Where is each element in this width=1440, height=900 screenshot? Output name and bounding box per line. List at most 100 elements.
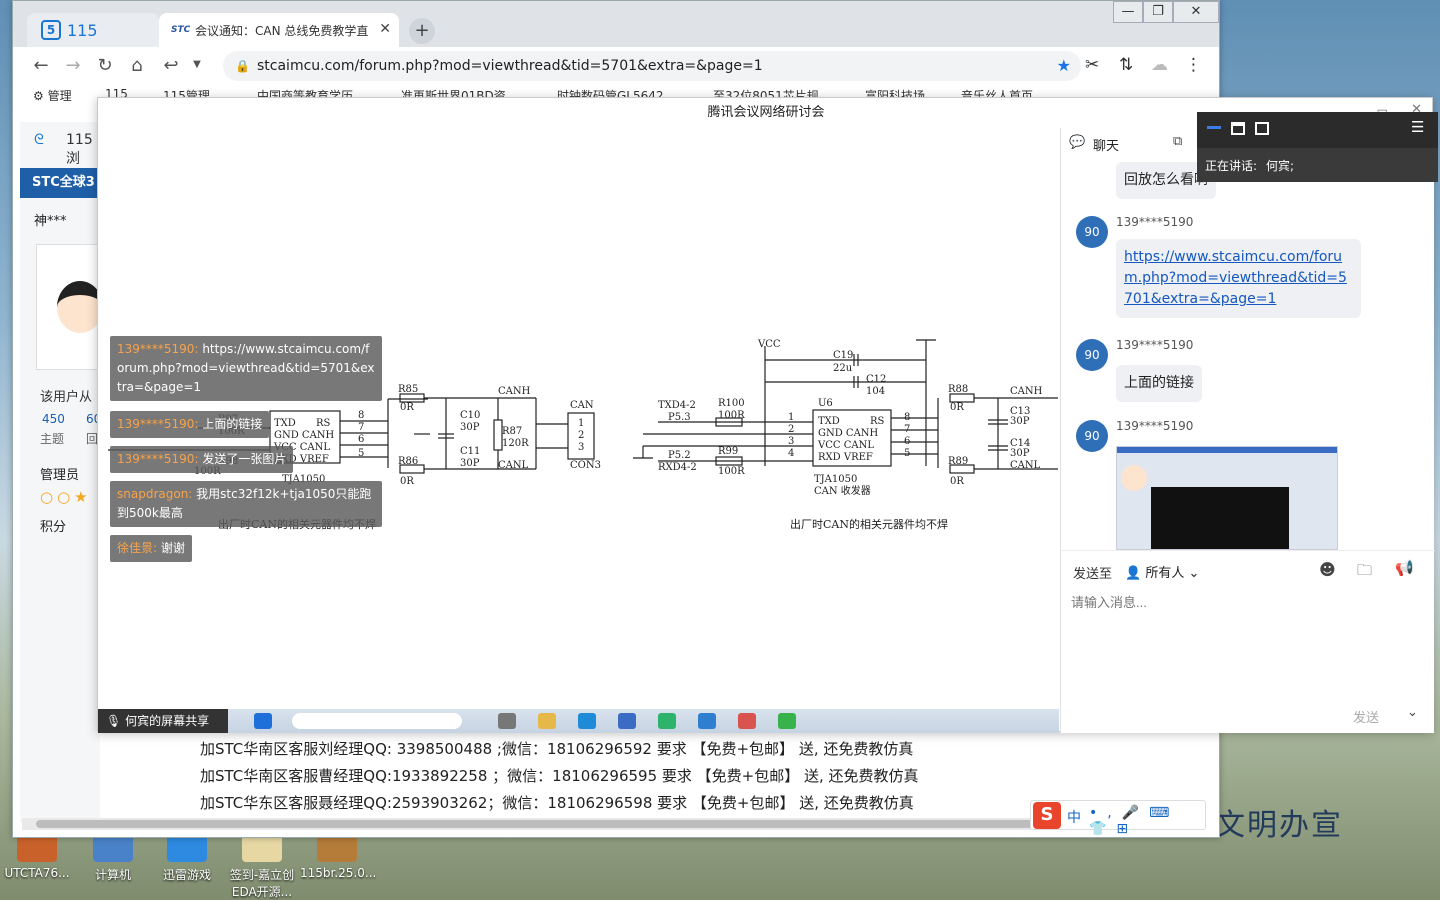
horizontal-scrollbar[interactable] xyxy=(22,818,1202,830)
home-icon[interactable]: ⌂ xyxy=(131,55,143,76)
list-menu-icon[interactable]: ☰ xyxy=(1411,118,1425,136)
app-icon xyxy=(738,713,756,729)
recipient-select[interactable]: 👤 所有人 ⌄ xyxy=(1125,566,1200,581)
gear-icon: ⚙ xyxy=(33,89,44,101)
svg-text:RXD VREF: RXD VREF xyxy=(274,454,329,465)
bookmark-star-icon[interactable]: ★ xyxy=(1056,56,1071,75)
app-icon xyxy=(658,713,676,729)
svg-text:R85: R85 xyxy=(398,384,418,395)
overlay-message: 徐佳景: 谢谢 xyxy=(110,535,192,562)
desktop-icon-xunlei-game[interactable]: 迅雷游戏 xyxy=(150,826,224,883)
svg-text:100R: 100R xyxy=(718,466,745,477)
reload-icon[interactable]: ↻ xyxy=(97,55,113,76)
folder-icon xyxy=(538,713,556,729)
svg-text:CAN 收发器: CAN 收发器 xyxy=(814,484,871,497)
translate-icon[interactable]: ⇅ xyxy=(1119,55,1134,75)
send-button[interactable]: 发送 xyxy=(1353,711,1380,726)
svg-text:VCC: VCC xyxy=(757,339,781,350)
svg-text:2: 2 xyxy=(788,424,794,435)
svg-text:8: 8 xyxy=(904,412,910,423)
chevron-down-icon: ⌄ xyxy=(1188,566,1200,581)
svg-text:GND CANH: GND CANH xyxy=(818,428,879,439)
svg-text:TXD4-2: TXD4-2 xyxy=(658,400,696,411)
contact-line: 加STC华南区客服刘经理QQ: 3398500488 ;微信：181062965… xyxy=(200,740,914,758)
svg-text:TJA1050: TJA1050 xyxy=(814,474,857,485)
svg-text:C13: C13 xyxy=(1010,406,1030,417)
maximize-icon[interactable]: ▭ xyxy=(1376,104,1388,118)
search-icon xyxy=(292,713,462,729)
new-tab-button[interactable]: + xyxy=(409,18,435,44)
svg-text:R87: R87 xyxy=(502,426,522,437)
close-icon[interactable]: ✕ xyxy=(1411,102,1422,117)
shared-taskbar xyxy=(228,709,1059,733)
svg-text:R88: R88 xyxy=(948,384,968,395)
scrollbar-thumb[interactable] xyxy=(36,820,1046,828)
bookmark-manage[interactable]: ⚙ 管理 xyxy=(33,89,72,101)
svg-text:RXD4-2: RXD4-2 xyxy=(658,462,697,473)
ime-tools-icon[interactable]: •,🎤⌨👕⊞ xyxy=(1089,805,1180,837)
folder-icon[interactable]: 🗀 xyxy=(1357,561,1373,579)
svg-text:104: 104 xyxy=(866,386,885,397)
avatar[interactable] xyxy=(36,244,103,370)
address-bar[interactable]: 🔒 stcaimcu.com/forum.php?mod=viewthread&… xyxy=(223,51,1081,81)
forward-icon[interactable]: → xyxy=(65,55,81,76)
svg-text:7: 7 xyxy=(358,422,364,433)
svg-text:0R: 0R xyxy=(400,402,414,413)
chat-message: 上面的链接 xyxy=(1116,365,1202,402)
popout-icon[interactable]: ⧉ xyxy=(1173,134,1183,149)
tab-can-meeting[interactable]: STC 会议通知：CAN 总线免费教学直 ✕ xyxy=(159,13,399,47)
scissors-icon[interactable]: ✂ xyxy=(1085,55,1100,75)
svg-text:1: 1 xyxy=(788,412,794,423)
history-dropdown-icon[interactable]: ▼ xyxy=(193,59,201,70)
svg-text:CANH: CANH xyxy=(1010,386,1043,397)
window-close-button[interactable]: ✕ xyxy=(1173,1,1219,23)
forum-sidebar: ᘓ 115浏 STC全球3 神*** 该用户从 450 60 主题 回 管理员 … xyxy=(20,122,103,822)
svg-text:CAN: CAN xyxy=(570,400,594,411)
chat-panel: 💬 聊天 ⧉ 回放怎么看啊 90 139****5190 https://www… xyxy=(1060,128,1435,733)
grid-view-icon[interactable] xyxy=(1255,122,1269,135)
svg-text:U6: U6 xyxy=(818,398,833,409)
send-options-chevron-icon[interactable]: ⌄ xyxy=(1407,705,1418,720)
svg-text:2: 2 xyxy=(578,430,584,441)
svg-text:R99: R99 xyxy=(718,446,738,457)
svg-text:RS: RS xyxy=(870,416,885,427)
chat-link[interactable]: https://www.stcaimcu.com/forum.php?mod=v… xyxy=(1124,249,1347,307)
app-icon xyxy=(698,713,716,729)
svg-text:5: 5 xyxy=(358,448,364,459)
meeting-title: 腾讯会议网络研讨会 xyxy=(707,105,825,120)
tab-115[interactable]: 5 115 xyxy=(27,13,159,47)
emoji-icon[interactable]: ☻ xyxy=(1319,560,1336,579)
forum-content: 加STC华南区客服刘经理QQ: 3398500488 ;微信：181062965… xyxy=(182,734,1196,818)
announce-icon[interactable]: 📢 xyxy=(1395,559,1414,577)
avatar: 90 xyxy=(1076,420,1108,452)
screen-share-indicator[interactable]: 🎙 何宾的屏幕共享 xyxy=(98,709,228,733)
minimize-button[interactable]: — xyxy=(1113,1,1143,23)
tab-strip: 5 115 STC 会议通知：CAN 总线免费教学直 ✕ + — ❐ ✕ xyxy=(13,1,1219,47)
back-icon[interactable]: ← xyxy=(33,55,49,76)
rank-stars-icon: ○○★ xyxy=(40,488,92,506)
chat-message-input[interactable] xyxy=(1071,591,1421,613)
svg-text:4: 4 xyxy=(788,448,794,459)
svg-text:30P: 30P xyxy=(1010,416,1030,427)
maximize-button[interactable]: ❐ xyxy=(1143,1,1173,23)
ime-toolbar[interactable]: S 中 •,🎤⌨👕⊞ xyxy=(1030,800,1206,837)
wallpaper-text: 文明办宣 xyxy=(1215,808,1343,843)
svg-text:0R: 0R xyxy=(950,476,964,487)
menu-icon[interactable]: ⋮ xyxy=(1185,55,1202,75)
svg-text:1: 1 xyxy=(578,418,584,429)
microphone-icon: 🎙 xyxy=(106,714,122,728)
cloud-icon[interactable]: ☁ xyxy=(1151,55,1168,75)
svg-text:R86: R86 xyxy=(398,456,418,467)
minimize-icon[interactable] xyxy=(1207,126,1221,129)
chat-message: https://www.stcaimcu.com/forum.php?mod=v… xyxy=(1116,239,1361,318)
svg-text:3: 3 xyxy=(788,436,794,447)
undo-history-icon[interactable]: ↩ xyxy=(163,55,179,76)
avatar: 90 xyxy=(1076,339,1108,371)
svg-text:CANL: CANL xyxy=(498,460,529,471)
svg-text:GND CANH: GND CANH xyxy=(274,430,335,441)
app-icon xyxy=(778,713,796,729)
close-icon[interactable]: ✕ xyxy=(379,21,391,37)
svg-text:R100: R100 xyxy=(718,398,745,409)
window-icon[interactable] xyxy=(1231,122,1245,135)
chat-image-thumbnail[interactable] xyxy=(1116,446,1338,550)
